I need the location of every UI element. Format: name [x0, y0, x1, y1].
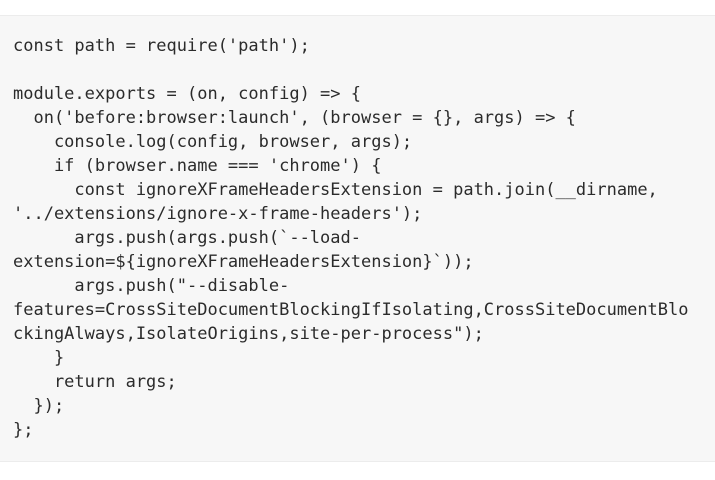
- code-line: on('before:browser:launch', (browser = {…: [13, 108, 576, 128]
- code-line: });: [13, 396, 65, 416]
- code-line: '../extensions/ignore-x-frame-headers');: [13, 204, 423, 224]
- code-line: }: [13, 348, 65, 368]
- code-line: };: [13, 420, 34, 440]
- code-line: args.push("--disable-: [13, 276, 290, 296]
- code-line: const path = require('path');: [13, 36, 310, 56]
- code-line: if (browser.name === 'chrome') {: [13, 156, 382, 176]
- code-line: console.log(config, browser, args);: [13, 132, 413, 152]
- code-line: const ignoreXFrameHeadersExtension = pat…: [13, 180, 658, 200]
- code-line: module.exports = (on, config) => {: [13, 84, 361, 104]
- code-line: return args;: [13, 372, 177, 392]
- code-line: args.push(args.push(`--load-: [13, 228, 361, 248]
- code-line: ckingAlways,IsolateOrigins,site-per-proc…: [13, 324, 484, 344]
- code-block: const path = require('path'); module.expo…: [0, 15, 715, 462]
- code-line: [13, 58, 701, 82]
- code-line: features=CrossSiteDocumentBlockingIfIsol…: [13, 300, 689, 320]
- code-line: extension=${ignoreXFrameHeadersExtension…: [13, 252, 474, 272]
